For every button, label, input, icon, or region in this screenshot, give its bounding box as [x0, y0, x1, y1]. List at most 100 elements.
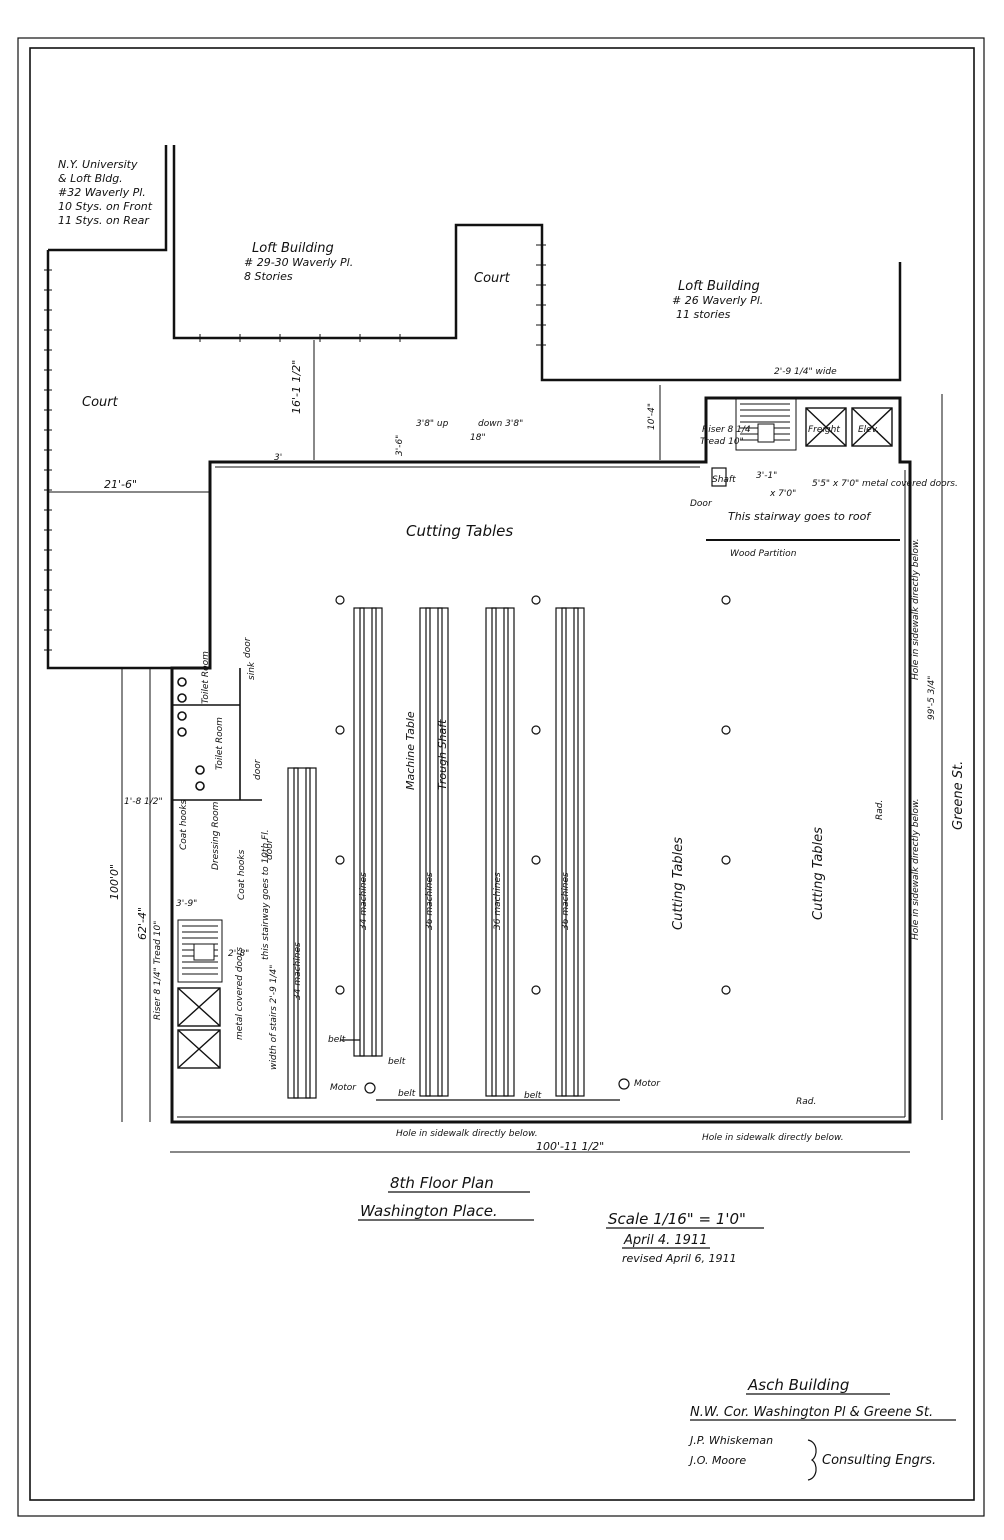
tb-engineer2: J.O. Moore [688, 1454, 746, 1467]
motor-1: Motor [330, 1083, 357, 1093]
loft1-line3: 8 Stories [244, 270, 293, 283]
machine-table-label: Machine Table [404, 711, 417, 790]
neighbor-walls [46, 145, 902, 670]
sink-label: sink [247, 661, 257, 680]
dim-court-width: 21'-6" [104, 478, 137, 491]
freight-label: Freight [808, 425, 840, 435]
freight-elevators [805, 407, 893, 447]
engineers-brace [807, 1439, 817, 1481]
dim-10-4: 10'-4" [647, 403, 657, 430]
shaft-label: Shaft [712, 475, 736, 485]
dim-ladder-18: 18" [470, 433, 486, 443]
coat-hooks-1: Coat hooks [179, 799, 189, 850]
dim-stair-wide: 2'-9 1/4" wide [774, 367, 837, 377]
rad-1: Rad. [875, 800, 885, 820]
belt-4: belt [524, 1091, 542, 1101]
plan-date: April 4. 1911 [623, 1233, 707, 1248]
door-3: door [265, 838, 275, 860]
stair-note: this stairway goes to 10th Fl. [261, 829, 271, 960]
inner-border [29, 47, 975, 1501]
plan-title: 8th Floor Plan [390, 1174, 494, 1192]
tread-label: Tread 10" [700, 437, 744, 447]
dim-3-9: 3'-9" [176, 899, 197, 909]
tb-engineer1: J.P. Whiskeman [688, 1434, 773, 1447]
dressing-room-label: Dressing Room [211, 801, 221, 870]
stair-roof-label: This stairway goes to roof [728, 510, 872, 523]
dim-ladder-36: 3'-6" [395, 435, 405, 456]
dim-greene-len: 99'-5 3/4" [927, 676, 937, 720]
loft1-line2: # 29-30 Waverly Pl. [244, 256, 353, 269]
loft2-line2: # 26 Waverly Pl. [672, 294, 763, 307]
nyu-line2: & Loft Bldg. [58, 172, 123, 185]
hole-sidewalk-2: Hole in sidewalk directly below. [911, 798, 921, 940]
metal-doors-label: 5'5" x 7'0" metal covered doors. [812, 479, 958, 489]
dim-ladder-down: down 3'8" [478, 419, 523, 429]
toilet-room-2: Toilet Room [215, 717, 225, 770]
stair-top-right [735, 397, 797, 451]
dim-depth-62: 62'-4" [136, 907, 149, 940]
rad-2: Rad. [796, 1097, 816, 1107]
machines-4: 36 machines [493, 872, 503, 930]
dim-ladder-up: 3'8" up [416, 419, 449, 429]
width-stairs-label: width of stairs 2'-9 1/4" [269, 965, 279, 1070]
dim-3-1: 3'-1" [756, 471, 777, 481]
door-2: door [253, 758, 263, 780]
wall-window-ticks [44, 244, 546, 651]
dim-width-overall: 100'-11 1/2" [536, 1140, 604, 1153]
machine-tables [287, 607, 585, 1099]
columns [335, 595, 731, 995]
dim-small-3: 3' [274, 453, 282, 463]
freight-elevators-left [177, 987, 221, 1069]
toilet-room-1: Toilet Room [201, 651, 211, 704]
dim-x-70: x 7'0" [769, 489, 796, 499]
hole-sidewalk-1: Hole in sidewalk directly below. [911, 538, 921, 680]
nyu-line5: 11 Stys. on Rear [58, 214, 150, 227]
loft2-line1: Loft Building [678, 279, 760, 294]
cutting-tables-top: Cutting Tables [406, 522, 513, 540]
plan-scale: Scale 1/16" = 1'0" [608, 1210, 746, 1228]
cutting-tables-mid: Cutting Tables [671, 837, 686, 930]
loft1-line1: Loft Building [252, 241, 334, 256]
dimension-lines [48, 340, 943, 1153]
greene-st-label: Greene St. [951, 761, 966, 830]
shaft-box [711, 467, 727, 487]
plan-subtitle: Washington Place. [360, 1202, 498, 1220]
building-outline [170, 396, 912, 1124]
belt-3: belt [398, 1089, 416, 1099]
wood-partition-label: Wood Partition [730, 549, 797, 559]
title-underlines [358, 1191, 956, 1421]
hole-sidewalk-4: Hole in sidewalk directly below. [702, 1133, 844, 1143]
dim-light-well: 16'-1 1/2" [290, 360, 303, 414]
dim-1-8: 1'-8 1/2" [124, 797, 163, 807]
nyu-line4: 10 Stys. on Front [58, 200, 153, 213]
coat-hooks-2: Coat hooks [237, 849, 247, 900]
loft2-line3: 11 stories [676, 308, 731, 321]
machines-2: 34 machines [359, 872, 369, 930]
inner-wall-line [177, 466, 906, 1118]
riser-label: Riser 8 1/4 [702, 425, 751, 435]
elev-label: Elev. [858, 425, 879, 435]
belt-2: belt [388, 1057, 406, 1067]
dim-depth-overall: 100'0" [108, 864, 121, 900]
dim-rise-tread: Riser 8 1/4" Tread 10" [153, 921, 163, 1020]
service-rooms [172, 668, 262, 801]
motor-2: Motor [634, 1079, 661, 1089]
dim-2-8: 2'-8" [228, 949, 249, 959]
tb-address: N.W. Cor. Washington Pl & Greene St. [690, 1405, 933, 1420]
machines-5: 36 machines [561, 872, 571, 930]
trough-shaft-label: Trough Shaft [436, 719, 449, 790]
stair-bottom-left [177, 919, 223, 983]
nyu-line3: #32 Waverly Pl. [58, 186, 146, 199]
hole-sidewalk-3: Hole in sidewalk directly below. [396, 1129, 538, 1139]
machines-1: 34 machines [293, 942, 303, 1000]
tb-building: Asch Building [747, 1376, 849, 1394]
nyu-line1: N.Y. University [58, 158, 138, 171]
belt-1: belt [328, 1035, 346, 1045]
plan-revised: revised April 6, 1911 [622, 1252, 736, 1265]
court-top-label: Court [474, 271, 511, 286]
outer-border [17, 37, 985, 1517]
door-label: Door [690, 499, 713, 509]
motors-belts [340, 1039, 630, 1101]
